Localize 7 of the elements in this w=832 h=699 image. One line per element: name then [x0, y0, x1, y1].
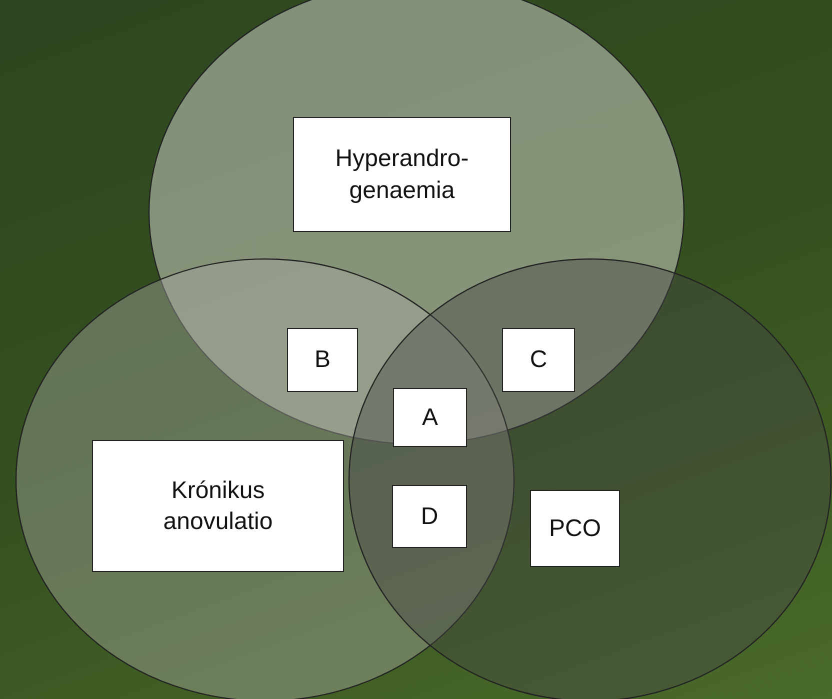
label-box: C [502, 328, 575, 392]
label-box: D [392, 485, 467, 548]
label-box: PCO [530, 490, 620, 567]
label-box: B [287, 328, 358, 392]
label-box: Krónikus anovulatio [92, 440, 344, 572]
label-box: Hyperandro- genaemia [293, 117, 511, 232]
label-box: A [393, 388, 467, 447]
